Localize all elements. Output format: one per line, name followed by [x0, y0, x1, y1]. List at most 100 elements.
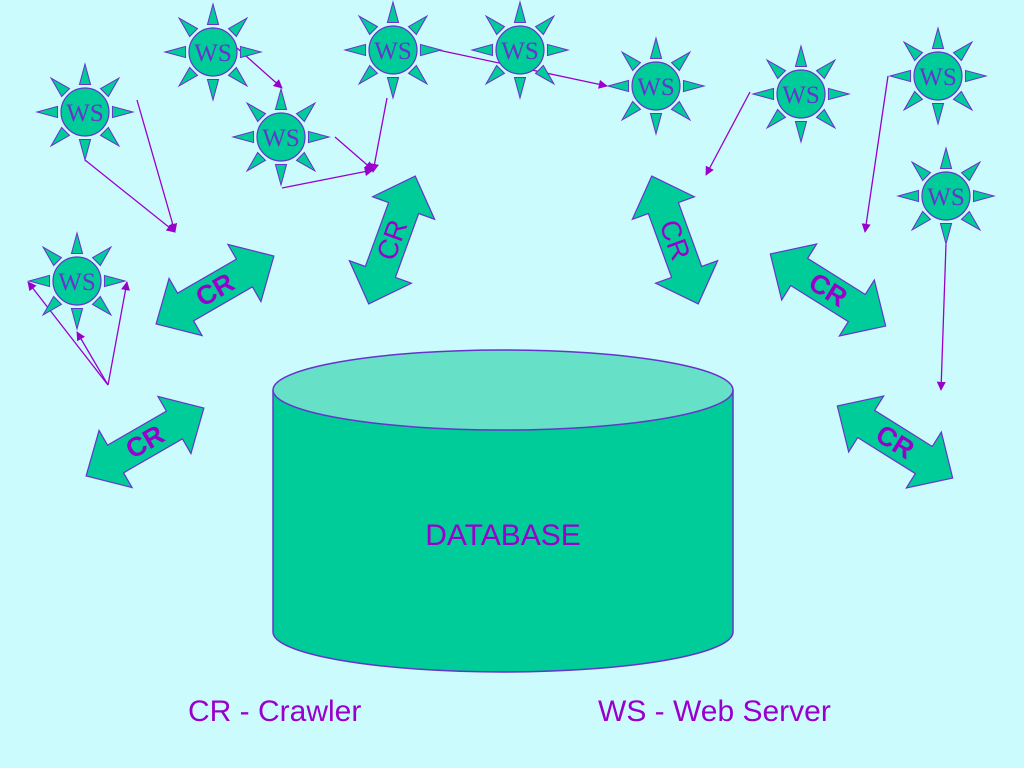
connection-line: [370, 97, 388, 173]
web-server-label: WS: [374, 38, 412, 65]
web-server-core: [368, 25, 418, 75]
connection-line: [84, 159, 176, 233]
web-server-ray: [902, 90, 924, 112]
web-server-ray: [206, 78, 220, 102]
web-server-ray: [307, 130, 331, 144]
web-server-ray: [91, 245, 113, 267]
crawler: [155, 243, 275, 337]
web-server-ray: [245, 101, 267, 123]
web-server-ray: [206, 2, 220, 26]
web-server-label: WS: [501, 38, 539, 65]
web-server-ray: [239, 45, 263, 59]
web-server-ray: [952, 90, 974, 112]
web-server-ray: [78, 62, 92, 86]
web-server-ray: [70, 307, 84, 331]
legend-web-server: WS - Web Server: [598, 695, 831, 728]
web-server-core: [631, 61, 681, 111]
web-server-ray: [343, 43, 367, 57]
web-server: WS: [343, 0, 443, 100]
web-server-ray: [972, 189, 996, 203]
web-server-ray: [78, 138, 92, 162]
web-server-ray: [513, 0, 527, 24]
web-server-ray: [295, 151, 317, 173]
web-server-ray: [386, 0, 400, 24]
web-server-ray: [765, 108, 787, 130]
crawler: [631, 175, 719, 305]
web-server-ray: [111, 105, 135, 119]
web-server-ray: [419, 43, 443, 57]
web-server-ray: [794, 44, 808, 68]
connection-line: [861, 75, 889, 233]
web-server-ray: [91, 295, 113, 317]
web-server-ray: [827, 87, 851, 101]
web-server-ray: [357, 64, 379, 86]
legend-crawler: CR - Crawler: [188, 695, 362, 728]
web-server-ray: [103, 274, 127, 288]
web-server-ray: [960, 160, 982, 182]
web-server-ray: [815, 58, 837, 80]
web-server-group: WS WS WS WS WS WS WS WS WS WS: [27, 0, 996, 331]
web-server-ray: [227, 66, 249, 88]
web-server: WS: [231, 87, 331, 187]
web-server-ray: [49, 76, 71, 98]
web-server-ray: [939, 146, 953, 170]
web-server-ray: [513, 76, 527, 100]
connection-line: [334, 136, 374, 171]
connection-line: [936, 243, 947, 391]
web-server-ray: [649, 36, 663, 60]
web-server-ray: [960, 210, 982, 232]
web-server: WS: [470, 0, 570, 100]
connection-line: [136, 99, 178, 233]
web-server-ray: [534, 64, 556, 86]
web-server-ray: [70, 231, 84, 255]
crawler: [769, 243, 887, 337]
web-server-core: [913, 51, 963, 101]
web-server-label: WS: [262, 125, 300, 152]
web-server-core: [776, 69, 826, 119]
web-server-ray: [682, 79, 706, 93]
web-server-label: WS: [919, 64, 957, 91]
web-server-label: WS: [58, 269, 96, 296]
web-server-ray: [620, 100, 642, 122]
web-server-ray: [670, 100, 692, 122]
crawler-arrow: [155, 243, 275, 337]
web-server-core: [495, 25, 545, 75]
web-server-ray: [41, 295, 63, 317]
crawler: [836, 395, 954, 489]
web-server-ray: [931, 26, 945, 50]
web-server: WS: [896, 146, 996, 246]
web-server-ray: [815, 108, 837, 130]
web-server-ray: [952, 40, 974, 62]
web-server-label: WS: [782, 82, 820, 109]
web-server-ray: [534, 14, 556, 36]
crawler: [85, 395, 205, 489]
web-server-ray: [888, 69, 912, 83]
web-server-ray: [35, 105, 59, 119]
web-server-ray: [274, 163, 288, 187]
web-server-ray: [794, 120, 808, 144]
web-server-ray: [407, 14, 429, 36]
web-server: WS: [888, 26, 988, 126]
web-server-core: [256, 112, 306, 162]
web-server-ray: [546, 43, 570, 57]
web-server-core: [188, 27, 238, 77]
connection-lines: [27, 47, 947, 391]
database-label: DATABASE: [425, 519, 581, 552]
web-server-ray: [484, 64, 506, 86]
web-server: WS: [606, 36, 706, 136]
web-server-label: WS: [637, 74, 675, 101]
web-server-ray: [357, 14, 379, 36]
web-server-ray: [964, 69, 988, 83]
web-server: WS: [35, 62, 135, 162]
connection-line: [27, 281, 109, 386]
connection-line: [281, 167, 374, 189]
web-server-ray: [484, 14, 506, 36]
connection-line: [76, 331, 109, 386]
web-server-ray: [620, 50, 642, 72]
web-server-ray: [245, 151, 267, 173]
web-server-label: WS: [194, 40, 232, 67]
web-server-ray: [27, 274, 51, 288]
database-cylinder: DATABASE: [272, 349, 734, 673]
database-top: [272, 349, 734, 431]
web-server-ray: [670, 50, 692, 72]
